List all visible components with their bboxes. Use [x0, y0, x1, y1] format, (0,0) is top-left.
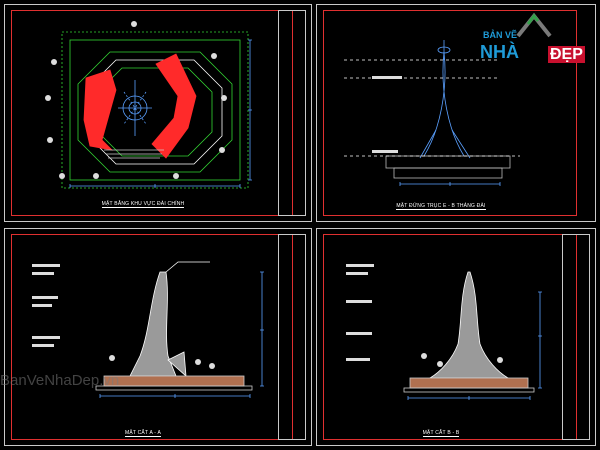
sheet-section-aa-border: [11, 234, 293, 440]
house-icon: [516, 12, 552, 38]
sheet-plan-border: [11, 10, 293, 216]
section-aa-drawing: [32, 261, 264, 398]
title-block-section-aa: [278, 234, 306, 440]
logo-dep-text: ĐẸP: [548, 46, 585, 63]
title-block-section-bb: [562, 234, 590, 440]
logo-nha-text: NHÀ: [480, 42, 519, 62]
caption-section-aa: MẶT CẮT A - A: [124, 430, 162, 437]
caption-elevation: MẶT ĐỨNG TRỤC E - B THÁNG ĐÀI: [396, 203, 486, 210]
plan-drawing: [45, 21, 252, 189]
caption-section-bb: MẶT CẮT B - B: [422, 430, 460, 437]
sheet-elevation-border: [323, 10, 577, 216]
sheet-elevation: MẶT ĐỨNG TRỤC E - B THÁNG ĐÀI: [316, 4, 596, 222]
sheet-section-bb-border: [323, 234, 577, 440]
section-bb-drawing: [346, 264, 542, 400]
title-block-plan: [278, 10, 306, 216]
sheet-plan: MẶT BẰNG KHU VỰC ĐÀI CHÍNH: [4, 4, 312, 222]
caption-plan: MẶT BẰNG KHU VỰC ĐÀI CHÍNH: [101, 201, 185, 208]
brand-logo: BẢN VẼ NHÀ ĐẸP: [476, 12, 596, 66]
elevation-drawing: [344, 40, 520, 186]
sheet-section-bb: MẶT CẮT B - B: [316, 228, 596, 446]
watermark: BanVeNhaDep.vn: [0, 372, 120, 389]
sheet-section-aa: MẶT CẮT A - A: [4, 228, 312, 446]
logo-top-text: BẢN VẼ: [483, 30, 518, 40]
